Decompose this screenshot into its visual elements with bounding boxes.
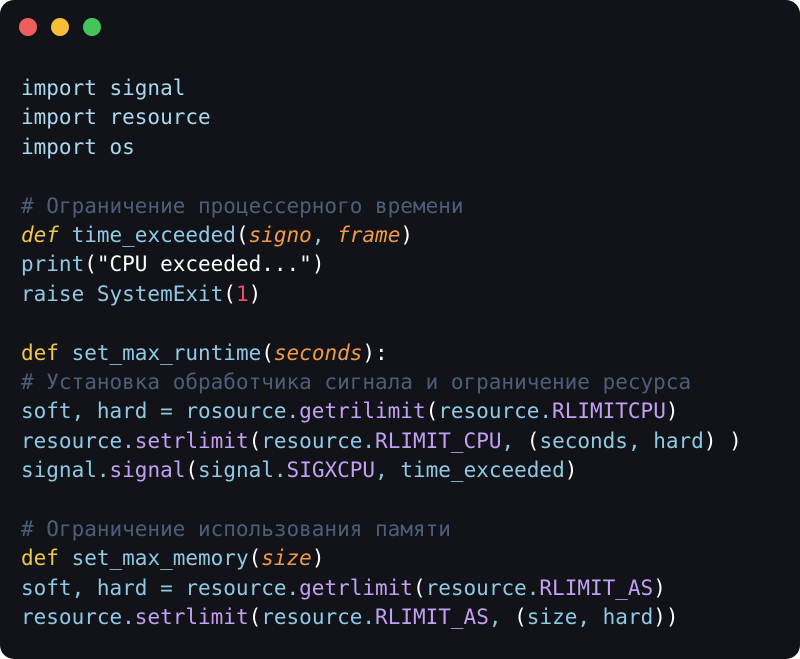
code-token: frame xyxy=(337,222,401,247)
code-token: ( xyxy=(248,546,262,571)
code-token: SIGXCPU xyxy=(286,458,376,483)
code-token: ( xyxy=(425,399,439,424)
code-token: ) xyxy=(311,546,325,571)
code-token: , time_exceeded xyxy=(375,458,565,483)
code-token: def xyxy=(21,546,59,571)
code-token: , xyxy=(488,605,515,630)
code-token: soft, hard = resource. xyxy=(21,575,300,600)
code-token: setrlimit xyxy=(134,428,249,453)
code-token: resource. xyxy=(21,605,135,630)
code-token: , xyxy=(311,222,338,247)
code-token: ) xyxy=(564,458,578,483)
code-token: ) xyxy=(665,399,679,424)
code-token: ) xyxy=(248,281,262,306)
code-token: soft, hard = rosource. xyxy=(21,399,300,424)
code-token: size, hard xyxy=(526,605,654,630)
code-token: # Установка обработчика сигнала и ограни… xyxy=(21,369,692,394)
code-token: RLIMIT_AS xyxy=(539,575,654,600)
code-token: ( xyxy=(514,605,527,630)
code-line: raise SystemExit(1) xyxy=(21,280,742,309)
code-token: resource. xyxy=(21,428,135,453)
code-token: raise SystemExit xyxy=(21,281,224,306)
code-token: ) xyxy=(311,252,325,277)
code-token: , xyxy=(501,428,527,453)
code-token: import os xyxy=(21,134,135,159)
code-token: resource. xyxy=(261,605,376,630)
code-token: signal. xyxy=(21,458,110,483)
code-token: RLIMIT_AS xyxy=(375,605,489,630)
code-token: ( xyxy=(248,428,262,453)
code-line: resource.setrlimit(resource.RLIMIT_CPU, … xyxy=(21,427,742,456)
minimize-window-dot-icon[interactable] xyxy=(51,18,69,36)
code-token: ( xyxy=(84,252,97,277)
code-line xyxy=(21,162,742,191)
code-line: resource.setrlimit(resource.RLIMIT_AS, (… xyxy=(21,603,742,632)
code-token: print xyxy=(21,252,85,277)
code-line: # Ограничение процессерного времени xyxy=(21,192,742,221)
code-token: size xyxy=(261,546,312,571)
maximize-window-dot-icon[interactable] xyxy=(83,18,101,36)
code-token: ( xyxy=(185,458,199,483)
code-line: import resource xyxy=(21,103,742,132)
code-token: RLIMIT_CPU xyxy=(375,428,502,453)
code-token: signal xyxy=(109,458,186,483)
code-token: signal. xyxy=(198,458,287,483)
code-token: ( xyxy=(235,222,249,247)
code-token: time_exceeded xyxy=(58,222,236,247)
code-token: ) xyxy=(400,222,413,247)
code-token: ( xyxy=(223,281,236,306)
code-line: # Ограничение использования памяти xyxy=(21,515,742,544)
code-line: import os xyxy=(21,133,742,162)
code-token: seconds xyxy=(273,340,363,365)
code-token: def xyxy=(21,222,59,247)
code-token: 1 xyxy=(235,281,249,306)
code-line: soft, hard = resource.getrlimit(resource… xyxy=(21,574,742,603)
code-token: getrlimit xyxy=(299,575,413,600)
code-token: ( xyxy=(526,428,540,453)
code-token: ( xyxy=(261,340,274,365)
code-line: print("CPU exceeded...") xyxy=(21,250,742,279)
code-token: # Ограничение использования памяти xyxy=(21,516,451,541)
code-token: setrlimit xyxy=(134,605,249,630)
code-token: ): xyxy=(362,340,388,365)
code-line: import signal xyxy=(21,74,742,103)
code-token: ( xyxy=(412,575,426,600)
code-token: set_max_memory xyxy=(58,546,249,571)
code-token: RLIMITCPU xyxy=(552,399,666,424)
close-window-dot-icon[interactable] xyxy=(19,18,37,36)
code-line: signal.signal(signal.SIGXCPU, time_excee… xyxy=(21,456,742,485)
code-line: soft, hard = rosource.getrilimit(resourc… xyxy=(21,397,742,426)
code-token: "CPU exceeded..." xyxy=(96,252,312,277)
code-token: )) xyxy=(653,605,679,630)
code-line: # Установка обработчика сигнала и ограни… xyxy=(21,368,742,397)
code-token: import signal xyxy=(21,76,186,100)
code-token: ) xyxy=(653,575,666,600)
code-line: def set_max_memory(size) xyxy=(21,544,742,573)
code-token: resource. xyxy=(261,428,376,453)
window-titlebar xyxy=(0,0,800,56)
code-token: def xyxy=(21,340,59,365)
code-token: set_max_runtime xyxy=(58,340,262,365)
code-token: # Ограничение процессерного времени xyxy=(21,193,464,218)
code-token: getrilimit xyxy=(299,399,426,424)
code-line xyxy=(21,309,742,338)
code-line: def time_exceeded(signo, frame) xyxy=(21,221,742,250)
code-line xyxy=(21,485,742,514)
code-line: def set_max_runtime(seconds): xyxy=(21,339,742,368)
code-token: import resource xyxy=(21,105,211,130)
code-token: ( xyxy=(248,605,262,630)
code-block: import signal import resource import os # … xyxy=(21,74,742,632)
code-token: resource. xyxy=(425,575,540,600)
code-token: resource. xyxy=(438,399,553,424)
code-token: seconds, hard xyxy=(539,428,704,453)
code-token: ) ) xyxy=(703,428,742,453)
code-token: signo xyxy=(248,222,312,247)
